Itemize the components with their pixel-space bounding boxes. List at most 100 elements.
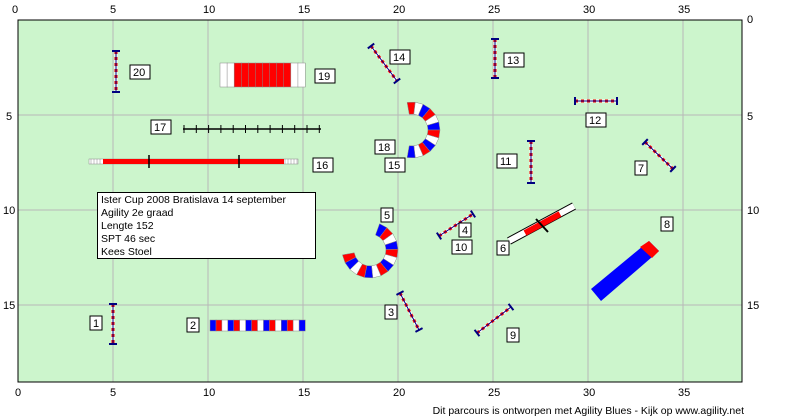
jump-pole <box>644 141 674 170</box>
obstacle-number-3: 3 <box>384 304 398 320</box>
x-tick-top: 20 <box>393 4 405 16</box>
jump-pole <box>399 292 420 331</box>
dogwalk-plank-center <box>103 159 284 164</box>
tunnel-ring <box>255 62 264 88</box>
tunnel-ring <box>298 319 306 332</box>
x-tick-bottom: 15 <box>298 387 310 399</box>
svg-text:4: 4 <box>462 225 468 237</box>
tunnel-ring <box>239 319 247 332</box>
chute-barrel <box>640 241 659 258</box>
tunnel-ring <box>251 319 259 332</box>
standard-time: SPT 46 sec <box>101 233 156 245</box>
judge-name: Kees Stoel <box>101 246 152 258</box>
seesaw-pivot <box>535 218 549 233</box>
svg-text:3: 3 <box>388 307 394 319</box>
obstacle-number-6: 6 <box>496 240 510 256</box>
tunnel-ring <box>286 319 294 332</box>
tunnel-ring <box>233 319 241 332</box>
x-tick-top: 5 <box>110 4 116 16</box>
tunnel-2 <box>209 319 306 332</box>
tunnel-ring <box>219 62 228 88</box>
svg-text:1: 1 <box>93 318 99 330</box>
seesaw-6 <box>507 202 576 245</box>
dogwalk-16 <box>88 155 299 168</box>
course-length: Lengte 152 <box>101 220 154 232</box>
tunnel-ring <box>248 62 256 88</box>
field-border <box>17 19 743 383</box>
footer-credit: Dit parcours is ontworpen met Agility Bl… <box>432 405 744 417</box>
tunnel-ring <box>262 62 271 88</box>
y-tick-left: 10 <box>3 205 15 217</box>
x-tick-top: 25 <box>488 4 500 16</box>
x-tick-top: 0 <box>12 4 18 16</box>
tunnel-18 <box>406 101 441 159</box>
chute-8 <box>591 241 659 301</box>
svg-text:2: 2 <box>190 320 196 332</box>
obstacle-number-7: 7 <box>634 160 648 176</box>
class-level: Agility 2e graad <box>101 207 174 219</box>
weave-poles-17 <box>183 125 321 133</box>
tunnel-ring <box>226 62 235 88</box>
svg-text:14: 14 <box>393 52 405 64</box>
obstacles-layer <box>88 38 677 345</box>
y-tick-right: 15 <box>747 300 759 312</box>
obstacle-number-16: 16 <box>312 157 334 173</box>
obstacle-number-5: 5 <box>380 207 394 223</box>
tunnel-ring <box>406 145 416 159</box>
obstacle-number-19: 19 <box>314 68 336 84</box>
tunnel-ring <box>215 319 223 332</box>
tunnel-ring <box>292 319 300 332</box>
jump-3 <box>395 290 424 333</box>
x-tick-bottom: 35 <box>678 387 690 399</box>
svg-text:13: 13 <box>507 55 519 67</box>
svg-text:12: 12 <box>589 115 601 127</box>
obstacle-number-20: 20 <box>129 64 151 80</box>
top-axis: 0 5 10 15 20 25 30 35 <box>12 4 690 16</box>
obstacle-number-8: 8 <box>660 216 674 232</box>
obstacle-number-11: 11 <box>496 153 518 169</box>
obstacle-number-17: 17 <box>150 119 172 135</box>
y-tick-right: 0 <box>747 14 753 26</box>
jump-pole <box>476 306 512 334</box>
svg-text:5: 5 <box>384 210 390 222</box>
y-tick-right: 10 <box>747 205 759 217</box>
svg-text:18: 18 <box>378 142 390 154</box>
tunnel-ring <box>269 319 276 332</box>
tunnel-ring <box>276 62 285 88</box>
tunnel-ring <box>269 62 278 88</box>
svg-text:17: 17 <box>154 122 166 134</box>
jump-14 <box>367 42 401 85</box>
y-tick-left: 5 <box>6 111 12 123</box>
tunnel-ring <box>290 62 299 88</box>
obstacle-number-14: 14 <box>389 49 411 65</box>
x-tick-top: 15 <box>298 4 310 16</box>
jump-20 <box>112 50 120 93</box>
x-tick-bottom: 0 <box>15 387 21 399</box>
left-axis: 5 10 15 <box>3 111 15 312</box>
jump-1 <box>109 303 117 345</box>
tunnel-ring <box>209 319 217 332</box>
tunnel-ring <box>297 62 306 88</box>
tunnel-ring <box>281 319 288 332</box>
x-tick-top: 35 <box>678 4 690 16</box>
tunnel-ring <box>283 62 292 88</box>
tunnel-ring <box>227 319 235 332</box>
obstacle-number-4: 4 <box>458 222 472 238</box>
x-tick-bottom: 10 <box>203 387 215 399</box>
tunnel-19 <box>219 62 306 88</box>
obstacle-number-2: 2 <box>186 317 200 333</box>
bottom-axis: 0 5 10 15 20 25 30 35 <box>15 387 690 399</box>
svg-text:8: 8 <box>664 219 670 231</box>
svg-text:15: 15 <box>388 160 400 172</box>
jump-13 <box>491 38 499 79</box>
chute-cloth <box>591 241 659 301</box>
jump-12 <box>574 97 618 105</box>
tunnel-ring <box>221 319 229 332</box>
obstacle-number-18: 18 <box>374 139 396 155</box>
tunnel-5 <box>342 223 399 279</box>
svg-text:16: 16 <box>316 160 328 172</box>
x-tick-bottom: 25 <box>488 387 500 399</box>
svg-text:6: 6 <box>500 243 506 255</box>
x-tick-bottom: 30 <box>583 387 595 399</box>
tunnel-ring <box>275 319 282 332</box>
